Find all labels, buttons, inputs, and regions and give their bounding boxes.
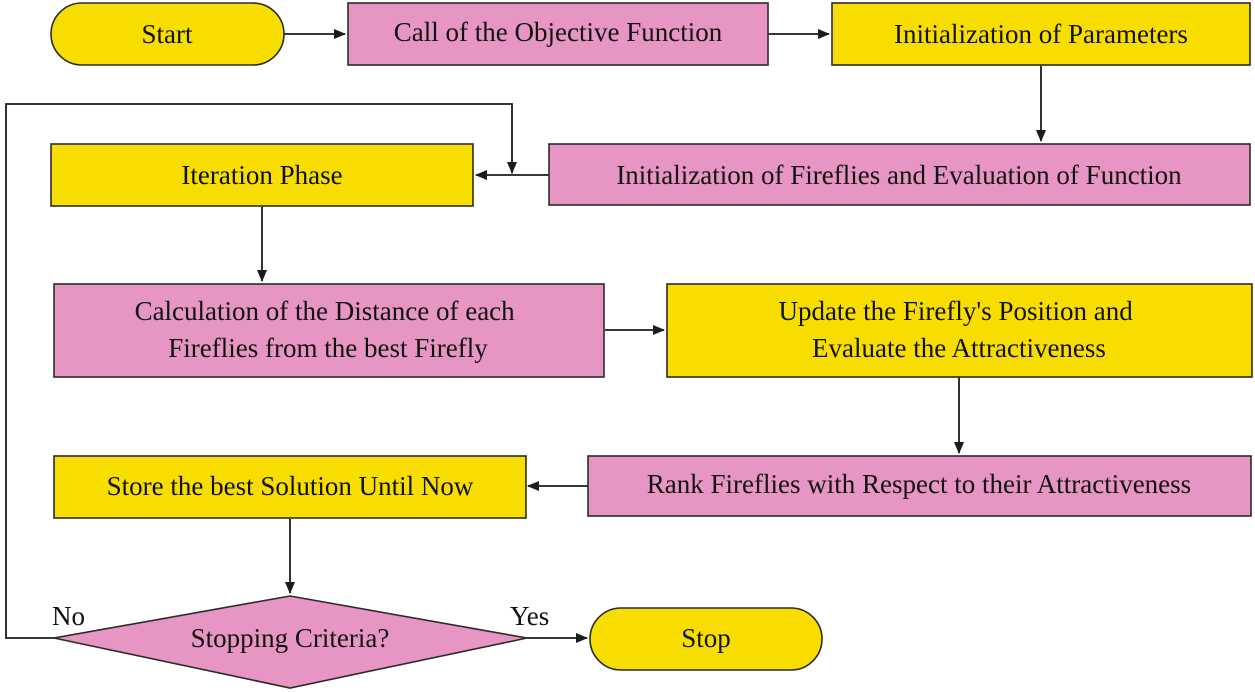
edges [5, 29, 1046, 643]
calc-distance-process: Calculation of the Distance of each Fire… [53, 283, 605, 378]
stop-terminal-shape [589, 607, 823, 671]
update-position-process: Update the Firefly's Position and Evalua… [666, 283, 1253, 378]
yes-branch-label: Yes [510, 601, 549, 631]
rank-fireflies-label: Rank Fireflies with Respect to their Att… [647, 469, 1191, 499]
edge-stopping-no-loop-to-iteration [5, 103, 517, 639]
stopping-criteria-decision: Stopping Criteria? [53, 595, 528, 689]
store-best-process: Store the best Solution Until Now [53, 455, 527, 519]
update-position-line-1: Update the Firefly's Position and [778, 296, 1133, 326]
iteration-phase-box [50, 143, 474, 207]
init-fireflies-label: Initialization of Fireflies and Evaluati… [616, 160, 1182, 190]
rank-fireflies-box [587, 455, 1252, 517]
no-branch-label: No [52, 601, 85, 631]
calc-distance-box [53, 283, 605, 378]
rank-fireflies-process: Rank Fireflies with Respect to their Att… [587, 455, 1252, 517]
update-position-label: Update the Firefly's Position and Evalua… [778, 296, 1139, 363]
init-fireflies-box [548, 143, 1251, 206]
iteration-phase-process: Iteration Phase [50, 143, 474, 207]
init-parameters-process: Initialization of Parameters [831, 2, 1251, 66]
start-terminal: Start [50, 2, 285, 66]
init-parameters-label: Initialization of Parameters [894, 19, 1188, 49]
update-position-box [666, 283, 1253, 378]
iteration-phase-label: Iteration Phase [181, 160, 342, 190]
calc-distance-label: Calculation of the Distance of each Fire… [135, 296, 522, 363]
update-position-line-2: Evaluate the Attractiveness [812, 333, 1106, 363]
stop-label: Stop [681, 623, 731, 653]
stopping-criteria-label: Stopping Criteria? [191, 623, 390, 653]
calc-distance-line-2: Fireflies from the best Firefly [168, 333, 488, 363]
start-terminal-shape [50, 2, 285, 66]
stopping-criteria-diamond [53, 595, 528, 689]
start-label: Start [142, 19, 193, 49]
store-best-label: Store the best Solution Until Now [107, 471, 474, 501]
calc-distance-line-1: Calculation of the Distance of each [135, 296, 516, 326]
call-objective-label: Call of the Objective Function [394, 17, 723, 47]
call-objective-process: Call of the Objective Function [347, 2, 769, 66]
call-objective-box [347, 2, 769, 66]
store-best-box [53, 455, 527, 519]
init-fireflies-process: Initialization of Fireflies and Evaluati… [548, 143, 1251, 206]
stop-terminal: Stop [589, 607, 823, 671]
init-parameters-box [831, 2, 1251, 66]
nodes: Start Call of the Objective Function Ini… [50, 2, 1253, 689]
